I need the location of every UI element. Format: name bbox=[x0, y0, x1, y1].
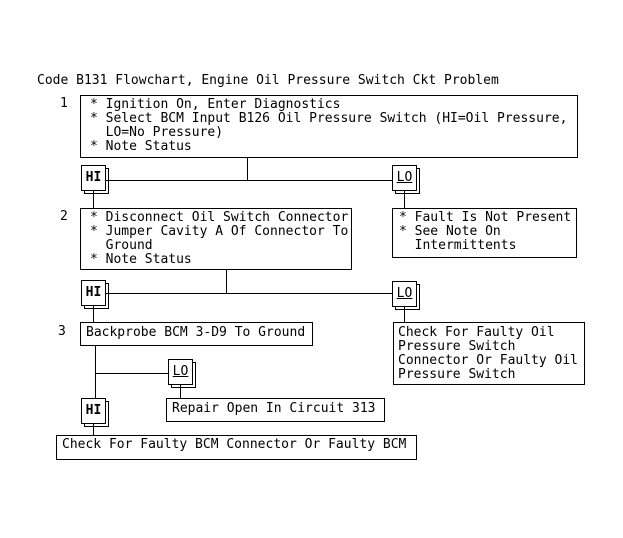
faulty-oil-switch-line: Connector Or Faulty Oil bbox=[398, 353, 579, 368]
fault-not-present-box: * Fault Is Not Present * See Note On Int… bbox=[392, 208, 577, 258]
hi-branch-tag-3: HI bbox=[81, 398, 109, 427]
step-number-3: 3 bbox=[58, 324, 66, 339]
connector-line bbox=[247, 158, 248, 180]
connector-line bbox=[180, 385, 181, 398]
repair-open-circuit-box: Repair Open In Circuit 313 bbox=[166, 398, 385, 422]
step-1-line: * Note Status bbox=[90, 139, 192, 154]
connector-line bbox=[404, 307, 405, 322]
faulty-bcm-box: Check For Faulty BCM Connector Or Faulty… bbox=[56, 435, 417, 460]
connector-line bbox=[226, 270, 227, 293]
step-2-line: * Disconnect Oil Switch Connector bbox=[90, 210, 349, 225]
step-1-line: * Ignition On, Enter Diagnostics bbox=[90, 97, 341, 112]
faulty-oil-switch-line: Pressure Switch bbox=[398, 367, 516, 382]
step-1-box: * Ignition On, Enter Diagnostics * Selec… bbox=[80, 95, 578, 158]
faulty-bcm-line: Check For Faulty BCM Connector Or Faulty… bbox=[62, 437, 407, 452]
faulty-oil-switch-box: Check For Faulty Oil Pressure Switch Con… bbox=[393, 322, 585, 385]
fault-not-present-line: Intermittents bbox=[399, 238, 517, 253]
step-1-line: * Select BCM Input B126 Oil Pressure Swi… bbox=[90, 111, 568, 126]
hi-branch-tag-2: HI bbox=[81, 280, 109, 309]
repair-open-circuit-line: Repair Open In Circuit 313 bbox=[172, 401, 376, 416]
connector-line bbox=[95, 346, 96, 398]
hi-label: HI bbox=[85, 403, 102, 418]
faulty-oil-switch-line: Check For Faulty Oil bbox=[398, 325, 555, 340]
hi-branch-tag-1: HI bbox=[81, 165, 109, 194]
lo-branch-tag-3: LO bbox=[168, 359, 196, 388]
connector-line bbox=[93, 424, 94, 435]
connector-line bbox=[95, 373, 168, 374]
step-2-line: * Jumper Cavity A Of Connector To bbox=[90, 224, 349, 239]
hi-label: HI bbox=[85, 170, 102, 185]
connector-line bbox=[106, 180, 392, 181]
step-3-line: Backprobe BCM 3-D9 To Ground bbox=[86, 325, 306, 340]
step-2-line: * Note Status bbox=[90, 252, 192, 267]
step-3-box: Backprobe BCM 3-D9 To Ground bbox=[80, 322, 313, 346]
step-2-box: * Disconnect Oil Switch Connector * Jump… bbox=[80, 208, 352, 270]
step-2-line: Ground bbox=[90, 238, 153, 253]
connector-line bbox=[404, 191, 405, 208]
step-1-line: LO=No Pressure) bbox=[90, 125, 224, 140]
connector-line bbox=[93, 306, 94, 322]
faulty-oil-switch-line: Pressure Switch bbox=[398, 339, 516, 354]
lo-label: LO bbox=[396, 170, 413, 185]
step-number-1: 1 bbox=[60, 96, 68, 111]
lo-branch-tag-2: LO bbox=[392, 281, 420, 310]
step-number-2: 2 bbox=[60, 209, 68, 224]
lo-label: LO bbox=[396, 286, 413, 301]
page-title: Code B131 Flowchart, Engine Oil Pressure… bbox=[37, 73, 499, 88]
lo-branch-tag-1: LO bbox=[392, 165, 420, 194]
hi-label: HI bbox=[85, 285, 102, 300]
connector-line bbox=[93, 191, 94, 208]
connector-line bbox=[106, 293, 392, 294]
fault-not-present-line: * Fault Is Not Present bbox=[399, 210, 572, 225]
lo-label: LO bbox=[172, 364, 189, 379]
fault-not-present-line: * See Note On bbox=[399, 224, 501, 239]
